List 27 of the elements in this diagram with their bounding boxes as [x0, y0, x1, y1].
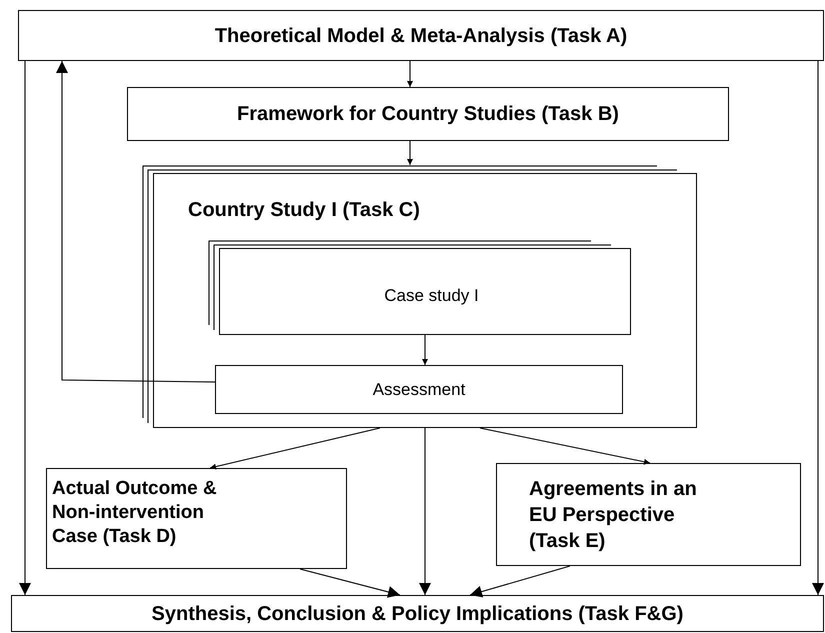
arrow: [480, 428, 650, 465]
task-box: [496, 463, 801, 566]
task-box: [46, 468, 347, 569]
stacked-task-box: [142, 165, 697, 428]
box-label: Assessment: [372, 378, 466, 401]
arrow: [300, 568, 400, 598]
task-box: [127, 87, 729, 141]
arrow: [422, 334, 428, 366]
arrow: [407, 60, 413, 88]
stacked-case-box: [208, 240, 631, 335]
task-box: [18, 10, 824, 61]
process-box: [215, 365, 623, 414]
arrow: [419, 428, 431, 596]
arrow: [19, 60, 31, 596]
arrow: [470, 566, 570, 598]
task-box: [11, 595, 824, 632]
box-label: Case study I: [383, 284, 480, 307]
box-label: Theoretical Model & Meta-Analysis (Task A): [214, 24, 628, 48]
arrow: [56, 60, 216, 382]
box-label: Framework for Country Studies (Task B): [236, 102, 620, 127]
arrow: [210, 428, 380, 470]
arrow: [812, 60, 824, 596]
box-label: Country Study I (Task C): [187, 198, 421, 223]
box-label: Synthesis, Conclusion & Policy Implications (Task F&G): [150, 602, 684, 626]
arrow: [407, 140, 413, 166]
box-label: Agreements in an EU Perspective (Task E): [528, 477, 698, 554]
box-label: Actual Outcome & Non-intervention Case (Task D): [51, 477, 218, 549]
